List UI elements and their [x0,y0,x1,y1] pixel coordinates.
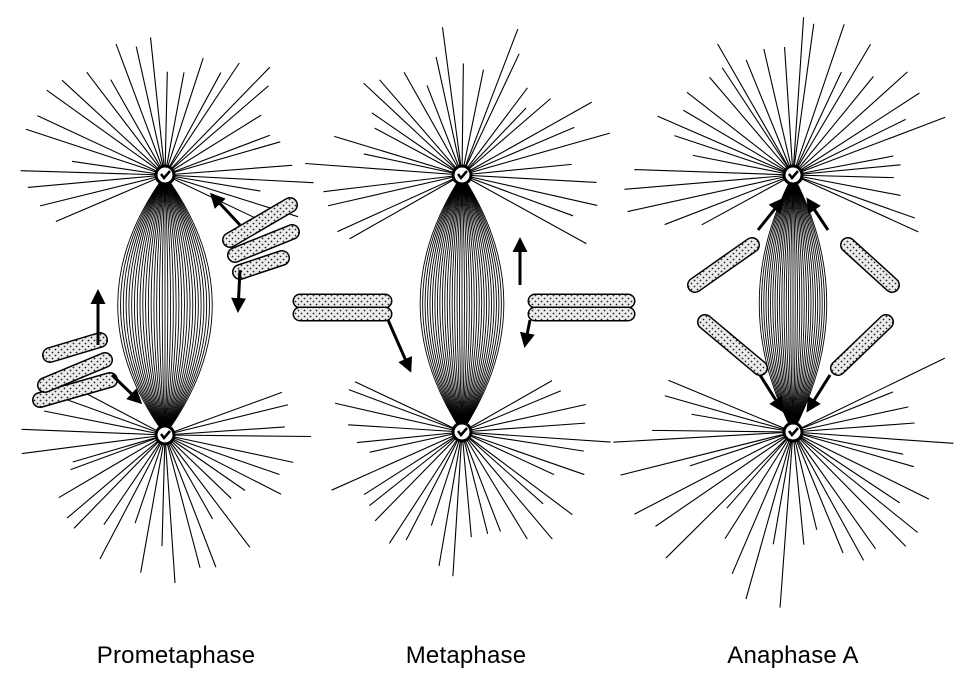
stage-label-metaphase: Metaphase [406,642,527,670]
stage-label-anaphase-a: Anaphase A [727,642,858,670]
centrosome [784,166,802,184]
anaphase-a-spindle [613,17,953,607]
chromosome [50,340,100,355]
poleward-arrow [212,195,240,225]
spindle-microtubules [420,175,504,432]
chromosome [705,322,760,368]
poleward-arrow [808,375,830,410]
poleward-arrow [388,320,410,370]
centrosome [156,166,174,184]
stage-label-prometaphase: Prometaphase [97,642,256,670]
poleward-arrow [112,375,140,402]
centrosome [453,423,471,441]
chromosome [240,258,282,272]
centrosome [453,166,471,184]
centrosome [156,426,174,444]
chromosome [838,322,886,368]
prometaphase-spindle [21,37,314,583]
poleward-arrow [238,270,240,310]
chromosome [848,245,892,285]
poleward-arrow [525,320,530,345]
chromosome [695,245,752,285]
metaphase-spindle [300,27,628,576]
centrosome [784,423,802,441]
